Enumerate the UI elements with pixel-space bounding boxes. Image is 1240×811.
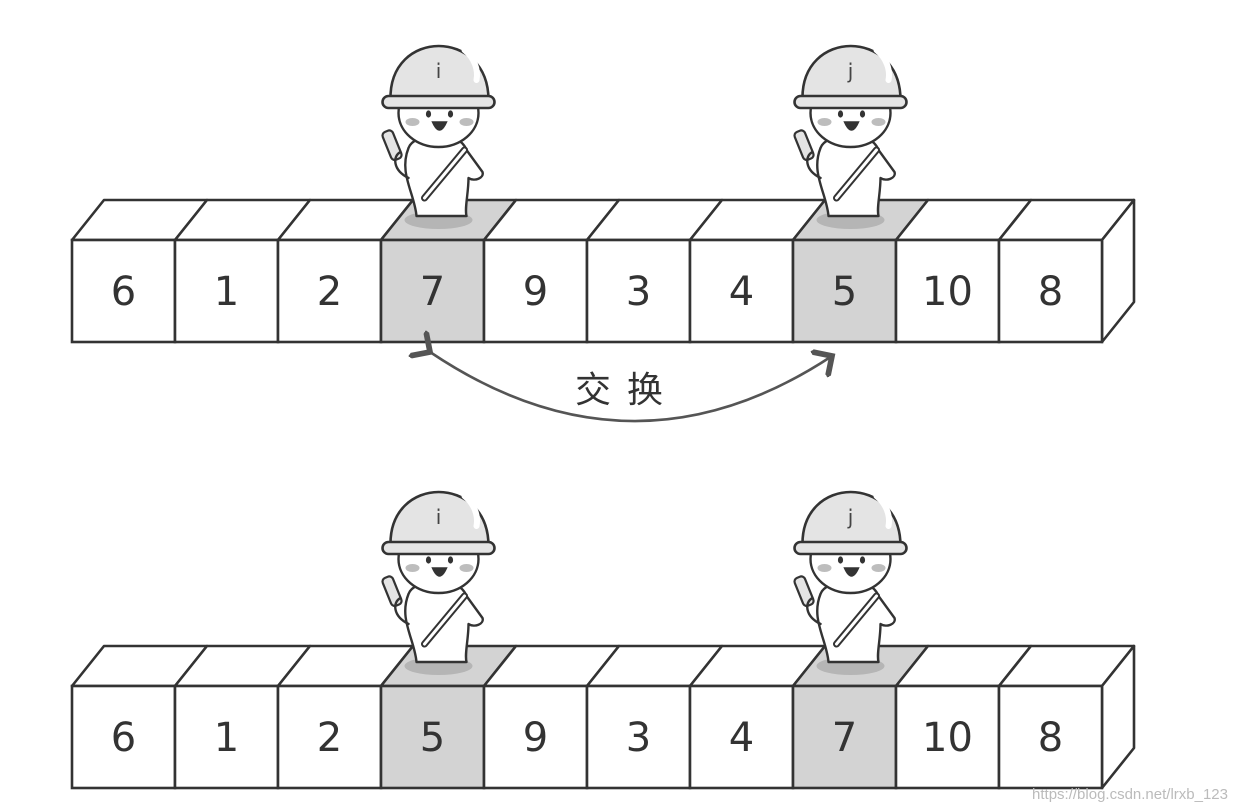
cell-value: 8 [1038, 269, 1063, 315]
cell-value: 5 [832, 269, 857, 315]
array-cell [997, 238, 1104, 344]
swap-label: 交换 [575, 370, 679, 411]
baton-icon [381, 575, 403, 608]
array-cell [585, 238, 692, 344]
baton-icon [793, 575, 815, 608]
helmet-icon [801, 44, 902, 102]
pointer-label-i: i [436, 505, 442, 529]
cell-value: 10 [922, 269, 973, 315]
cell-value: 6 [111, 715, 136, 761]
helmet-icon [389, 44, 490, 102]
swap-arrow: 交换 [430, 352, 832, 423]
helmet-icon [389, 490, 490, 548]
cell-value: 10 [922, 715, 973, 761]
array-cell [70, 684, 177, 790]
cell-value: 1 [214, 715, 239, 761]
cell-value: 4 [729, 715, 754, 761]
cell-value: 1 [214, 269, 239, 315]
pointer-character-i: i [381, 490, 496, 675]
cell-value: 3 [626, 715, 651, 761]
array-cell [276, 684, 383, 790]
cell-value: 9 [523, 715, 548, 761]
cell-value: 5 [420, 715, 445, 761]
baton-icon [793, 129, 815, 162]
array-cell [70, 238, 177, 344]
array-cell-highlighted [791, 684, 898, 790]
array-cell [894, 238, 1001, 344]
pointer-label-i: i [436, 59, 442, 83]
array-cell [894, 684, 1001, 790]
cell-value: 6 [111, 269, 136, 315]
array-row-after-swap: 6 1 2 5 9 3 4 7 10 8 [70, 644, 1136, 790]
array-cell [276, 238, 383, 344]
cell-value: 7 [420, 269, 445, 315]
cell-value: 9 [523, 269, 548, 315]
pointer-character-i: i [381, 44, 496, 229]
pointer-label-j: j [847, 59, 854, 83]
pointer-label-j: j [847, 505, 854, 529]
array-cell-highlighted [379, 684, 486, 790]
cell-value: 2 [317, 269, 342, 315]
cell-value: 2 [317, 715, 342, 761]
cell-value: 4 [729, 269, 754, 315]
cell-value: 3 [626, 269, 651, 315]
array-cell [173, 238, 280, 344]
pointer-character-j: j [793, 44, 908, 229]
array-cell [482, 238, 589, 344]
array-cell [997, 684, 1104, 790]
watermark: https://blog.csdn.net/lrxb_123 [1032, 786, 1228, 803]
pointer-character-j: j [793, 490, 908, 675]
array-cell [585, 684, 692, 790]
array-row-before-swap: 6 1 2 7 9 3 4 5 10 8 [70, 198, 1136, 344]
array-cell [482, 684, 589, 790]
pointer-characters: i j i j [381, 44, 908, 675]
helmet-icon [801, 490, 902, 548]
array-cell [173, 684, 280, 790]
baton-icon [381, 129, 403, 162]
cell-value: 7 [832, 715, 857, 761]
cell-value: 8 [1038, 715, 1063, 761]
